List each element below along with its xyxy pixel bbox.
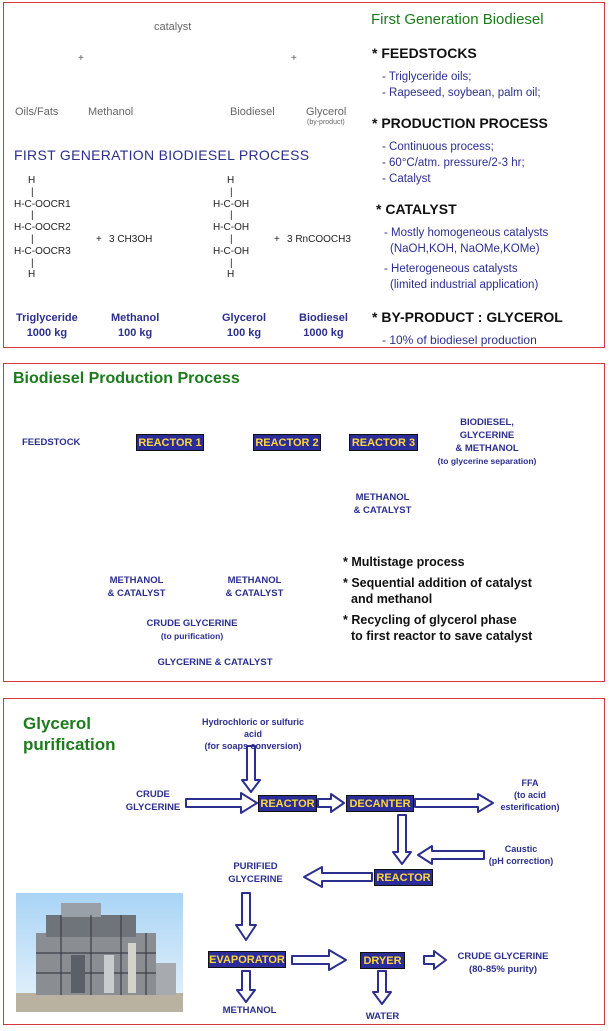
methanol-catalyst-label-r3: METHANOL& CATALYST: [353, 492, 412, 516]
catalyst-label: catalyst: [154, 21, 192, 33]
catalyst-list: - Mostly homogeneous catalysts (NaOH,KOH…: [384, 227, 549, 291]
purified-down-arrow-icon: [235, 892, 257, 941]
reactor-2: REACTOR 2: [253, 434, 321, 451]
plus-sign: +: [274, 234, 280, 245]
byproduct-title: * BY-PRODUCT : GLYCEROL: [372, 309, 563, 325]
ffa-arrow-icon: [414, 793, 494, 813]
biodiesel-process-panel: [3, 363, 605, 682]
acid-label: Hydrochloric or sulfuric acid(for soaps …: [201, 717, 305, 751]
crude-glycerine-label: CRUDE GLYCERINE(to purification): [146, 618, 238, 641]
methanol-out-label: METHANOL: [222, 1005, 277, 1016]
production-list: - Continuous process;- 60°C/atm. pressur…: [382, 141, 525, 185]
crude-feed-arrow-icon: [185, 792, 258, 814]
feedstocks-title: * FEEDSTOCKS: [372, 45, 477, 61]
plant-photo: [16, 893, 183, 1012]
glycerine-catalyst-label: GLYCERINE & CATALYST: [157, 657, 273, 668]
decanter-box: DECANTER: [346, 795, 414, 812]
reactor-3: REACTOR 3: [349, 434, 418, 451]
process-title: FIRST GENERATION BIODIESEL PROCESS: [14, 147, 310, 163]
triglyceride-structure: H | H-C-OOCR1 | H-C-OOCR2 | H-C-OOCR3 | …: [14, 175, 71, 281]
methanol-catalyst-label-r2: METHANOL& CATALYST: [225, 575, 284, 599]
plus-sign: +: [96, 234, 102, 245]
evaporator-box: EVAPORATOR: [208, 951, 286, 968]
purified-arrow-icon: [303, 866, 373, 888]
caustic-arrow-icon: [417, 845, 485, 865]
methanol-out-arrow-icon: [236, 970, 256, 1003]
byproduct-text: - 10% of biodiesel production: [382, 333, 537, 347]
first-generation-panel: catalyst + + Oils/Fats Methanol Biodiese…: [3, 2, 605, 348]
acid-feed-arrow-icon: [241, 745, 261, 793]
catalyst-title: * CATALYST: [376, 201, 457, 217]
reactor-1: REACTOR 1: [136, 434, 204, 451]
caustic-label: Caustic(pH correction): [488, 844, 554, 866]
glycerol-note: (by-product): [307, 119, 345, 126]
first-gen-heading: First Generation Biodiesel: [371, 11, 544, 28]
glycerol-structure: H | H-C-OH | H-C-OH | H-C-OH | H: [213, 175, 250, 281]
reactor-box-2: REACTOR: [374, 869, 433, 886]
process-panel-title: Biodiesel Production Process: [13, 370, 240, 387]
dryer-output-arrow-icon: [423, 950, 447, 970]
reactor-to-decanter-arrow-icon: [317, 793, 345, 813]
feedstocks-list: - Triglyceride oils;- Rapeseed, soybean,…: [382, 71, 541, 99]
process-notes: * Multistage process * Sequential additi…: [343, 555, 533, 643]
decanter-to-reactor-arrow-icon: [392, 814, 412, 865]
oils-label: Oils/Fats: [15, 106, 59, 118]
water-out-arrow-icon: [372, 970, 392, 1005]
glycerol-label: Glycerol: [306, 106, 347, 118]
dryer-box: DRYER: [360, 952, 405, 969]
plus-sign: +: [291, 53, 297, 64]
plus-sign: +: [78, 53, 84, 64]
evaporator-to-dryer-arrow-icon: [291, 949, 347, 971]
water-out-label: WATER: [365, 1011, 400, 1022]
methanol-label: Methanol: [88, 106, 134, 118]
methanol-catalyst-label-r1: METHANOL& CATALYST: [107, 575, 166, 599]
feedstock-label: FEEDSTOCK: [22, 437, 81, 448]
crude-glycerine-out-label: CRUDE GLYCERINE(80-85% purity): [457, 951, 549, 975]
biodiesel-label: Biodiesel: [230, 106, 275, 118]
ester-formula: 3 RnCOOCH3: [287, 234, 351, 245]
reactor-box: REACTOR: [258, 795, 317, 812]
methanol-formula: 3 CH3OH: [109, 234, 153, 245]
production-title: * PRODUCTION PROCESS: [372, 115, 548, 131]
output-label: BIODIESEL,GLYCERINE& METHANOL(to glyceri…: [437, 417, 537, 466]
